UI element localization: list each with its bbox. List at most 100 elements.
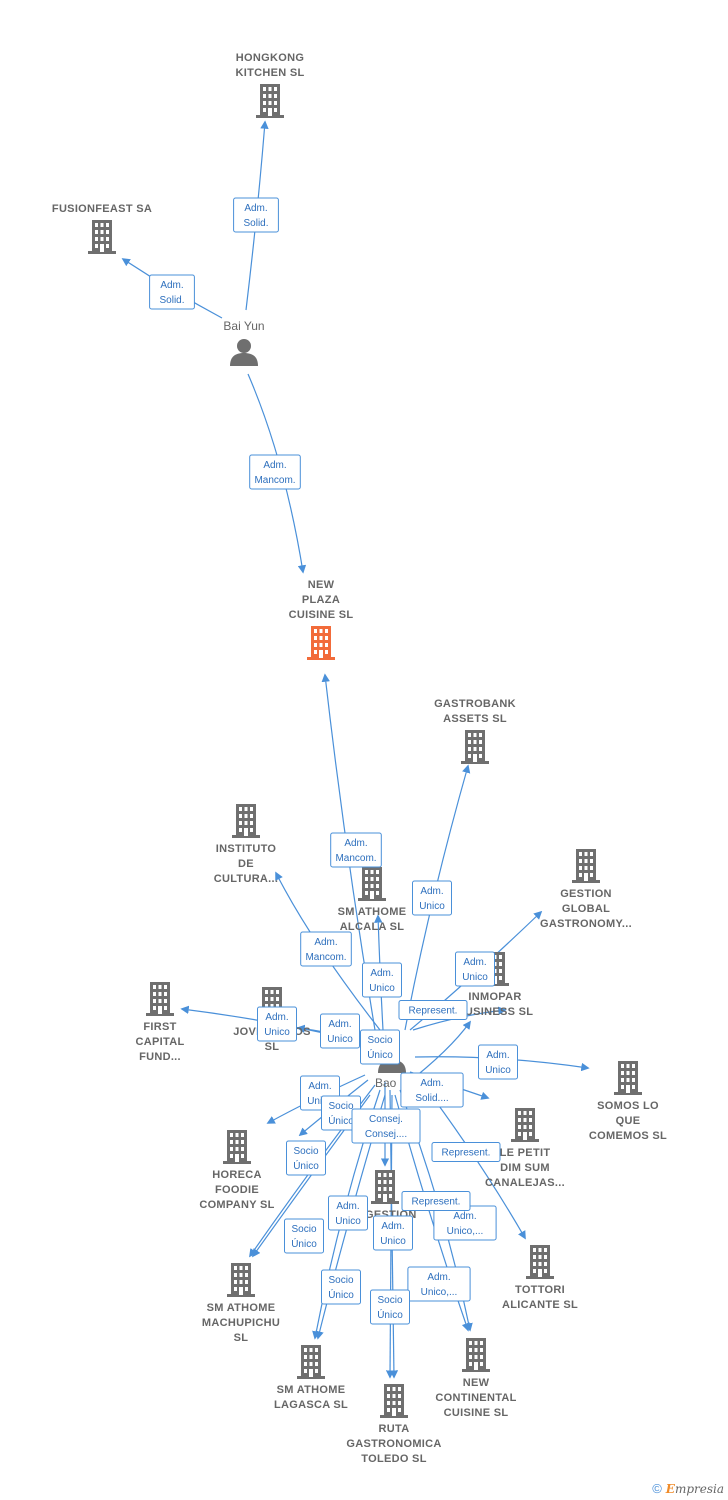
edge-role-tag[interactable]: Represent. — [401, 1191, 471, 1211]
edge-role-tag[interactable]: Represent. — [431, 1142, 501, 1162]
node-label: COMEMOS SL — [589, 1130, 667, 1142]
copyright-icon: © — [652, 1481, 662, 1496]
node-label: GLOBAL — [562, 903, 610, 915]
tag-box — [257, 1006, 297, 1042]
node-label: ASSETS SL — [443, 713, 507, 725]
node-label: LAGASCA SL — [274, 1399, 348, 1411]
node-label: ALICANTE SL — [502, 1299, 578, 1311]
node-label: SM ATHOME — [338, 906, 407, 918]
edge-role-tag[interactable]: Adm.Unico — [320, 1013, 360, 1049]
edge-role-tag[interactable]: Adm. Unico — [478, 1044, 518, 1080]
edge-role-tag[interactable]: Adm.Unico — [412, 880, 452, 916]
tag-text: Adm. — [381, 1221, 404, 1232]
tag-box — [320, 1013, 360, 1049]
building-icon — [461, 730, 489, 764]
tag-box — [284, 1218, 324, 1254]
edge-role-tag[interactable]: Consej.Consej.... — [351, 1108, 421, 1144]
node-label: COMPANY SL — [199, 1199, 274, 1211]
tag-box — [360, 1029, 400, 1065]
node-firstcapital[interactable]: FIRSTCAPITALFUND... — [136, 982, 185, 1063]
edge-role-tag[interactable]: Adm.Solid.... — [400, 1072, 464, 1108]
edge-role-tag[interactable]: Adm.Mancom. — [300, 931, 352, 967]
edge-role-tag[interactable]: Adm.Unico — [455, 951, 495, 987]
node-label: GESTION — [560, 888, 612, 900]
tag-text: Unico — [307, 1096, 333, 1107]
edge-role-tag[interactable]: Adm.Unico — [362, 962, 402, 998]
node-label: INMOPAR — [468, 991, 521, 1003]
building-icon — [297, 1345, 325, 1379]
node-label: SM ATHOME — [207, 1302, 276, 1314]
node-ruta[interactable]: RUTA GASTRONOMICA TOLEDO SL — [346, 1384, 441, 1465]
tag-text: Adm. — [265, 1012, 288, 1023]
node-label: TOLEDO SL — [361, 1453, 426, 1465]
tag-text: Adm. — [486, 1050, 509, 1061]
tag-text: Unico — [462, 972, 488, 983]
tag-text: Unico — [485, 1065, 511, 1076]
edge-role-tag[interactable]: Adm.Mancom. — [249, 454, 301, 490]
tag-text: Socio — [377, 1295, 402, 1306]
tag-text: Socio — [291, 1224, 316, 1235]
edge-role-tag[interactable]: Adm.Unico — [328, 1195, 368, 1231]
tag-box — [373, 1215, 413, 1251]
node-label: HORECA — [212, 1169, 261, 1181]
tag-text: Socio — [328, 1101, 353, 1112]
edge-role-tag[interactable]: Adm.Unico — [373, 1215, 413, 1251]
node-label: DIM SUM — [500, 1162, 550, 1174]
node-label: NEW — [463, 1377, 490, 1389]
node-label: RUTA — [379, 1423, 410, 1435]
node-label: QUE — [616, 1115, 641, 1127]
tag-text: Mancom. — [335, 853, 376, 864]
tag-box — [455, 951, 495, 987]
tag-box — [149, 274, 195, 310]
tag-text: Mancom. — [254, 475, 295, 486]
edge-role-tag[interactable]: Adm.Unico,... — [433, 1205, 497, 1241]
building-icon — [256, 84, 284, 118]
node-label: FUND... — [139, 1051, 181, 1063]
node-instituto[interactable]: INSTITUTODECULTURA... — [214, 804, 279, 885]
edge-role-tag[interactable]: Adm.Mancom. — [330, 832, 382, 868]
tag-text: Único — [367, 1048, 393, 1061]
node-label: GASTRONOMICA — [346, 1438, 441, 1450]
edge-role-tag[interactable]: Adm.Unico,... — [407, 1266, 471, 1302]
tag-text: Único — [328, 1114, 354, 1127]
edge-labels-layer: Adm.Solid.Adm.Solid.Adm.Mancom.Adm.Manco… — [149, 197, 518, 1325]
tag-box — [362, 962, 402, 998]
edge-role-tag[interactable]: Adm.Solid. — [149, 274, 195, 310]
node-label: KITCHEN SL — [236, 67, 305, 79]
tag-box — [400, 1072, 464, 1108]
node-label: INSTITUTO — [216, 843, 277, 855]
building-icon — [526, 1245, 554, 1279]
tag-text: Adm. — [453, 1211, 476, 1222]
node-fusionfeast[interactable]: FUSIONFEAST SA — [52, 203, 152, 254]
node-label: CUISINE SL — [444, 1407, 509, 1419]
edge-role-tag[interactable]: Represent. — [398, 1000, 468, 1020]
tag-text: Mancom. — [305, 952, 346, 963]
tag-text: Unico — [327, 1034, 353, 1045]
footer-branding[interactable]: ©Empresia — [652, 1481, 724, 1496]
edge-role-tag[interactable]: Adm.Solid. — [233, 197, 279, 233]
node-gestion[interactable]: GESTIONGLOBALGASTRONOMY... — [540, 849, 632, 930]
tag-box — [249, 454, 301, 490]
edge-role-tag[interactable]: Adm.Unico — [257, 1006, 297, 1042]
node-baiyun[interactable]: Bai Yun — [223, 319, 265, 366]
tag-text: Solid.... — [415, 1093, 448, 1104]
